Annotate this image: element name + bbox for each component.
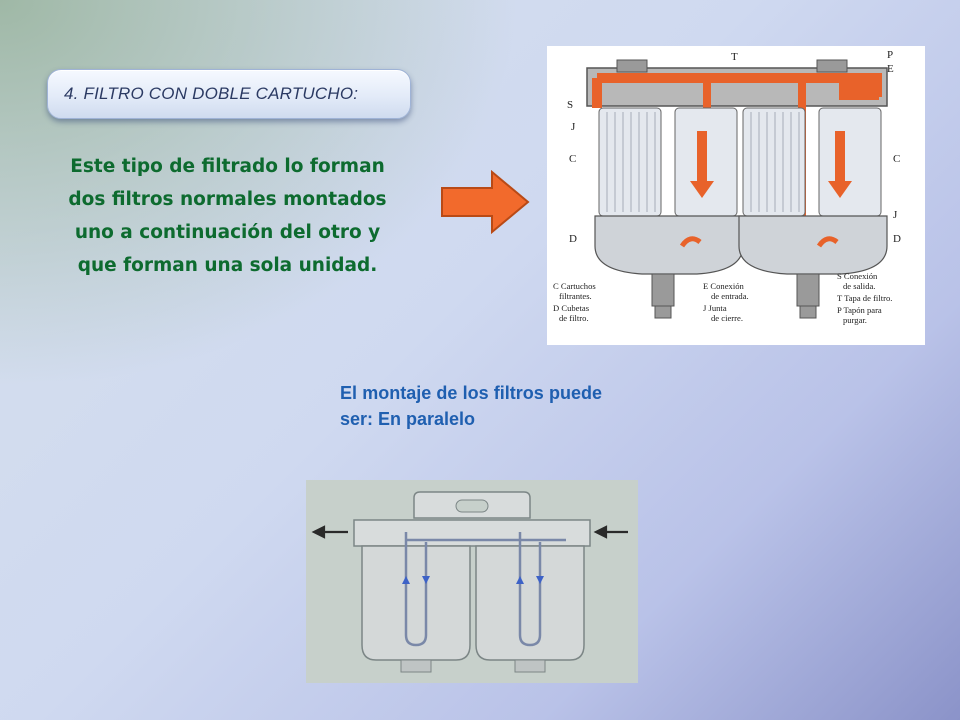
legend-text: C Cartuchos <box>553 281 596 291</box>
legend-text: P Tapón para <box>837 305 882 315</box>
label-c-left: C <box>569 153 576 165</box>
legend-text: de entrada. <box>711 291 749 301</box>
double-cartridge-diagram: T P E S J C D C J D C Cartuchos filtrant… <box>547 46 925 345</box>
slide-title: 4. FILTRO CON DOBLE CARTUCHO: <box>64 84 359 103</box>
label-d-left: D <box>569 233 577 245</box>
label-d-right: D <box>893 233 901 245</box>
legend-text: D Cubetas <box>553 303 590 313</box>
parallel-filter-diagram <box>306 480 638 683</box>
legend-text: purgar. <box>843 315 867 325</box>
legend-text: J Junta <box>703 303 727 313</box>
label-t: T <box>731 51 738 63</box>
legend-text: E Conexión <box>703 281 745 291</box>
legend-text: de salida. <box>843 281 875 291</box>
slide-title-box: 4. FILTRO CON DOBLE CARTUCHO: <box>47 69 411 119</box>
description-text: Este tipo de filtrado lo forman dos filt… <box>68 156 387 276</box>
label-c-right: C <box>893 153 900 165</box>
right-arrow-icon <box>441 170 530 234</box>
label-j-right: J <box>893 209 898 221</box>
label-j-left: J <box>571 121 576 133</box>
label-e: E <box>887 63 894 75</box>
legend-text: filtrantes. <box>559 291 592 301</box>
legend-text: de cierre. <box>711 313 743 323</box>
legend-text: S Conexión <box>837 271 878 281</box>
legend-text: de filtro. <box>559 313 589 323</box>
caption-text: El montaje de los filtros puede ser: En … <box>340 383 602 429</box>
legend-text: T Tapa de filtro. <box>837 293 892 303</box>
label-s: S <box>567 99 573 111</box>
label-p: P <box>887 49 893 61</box>
